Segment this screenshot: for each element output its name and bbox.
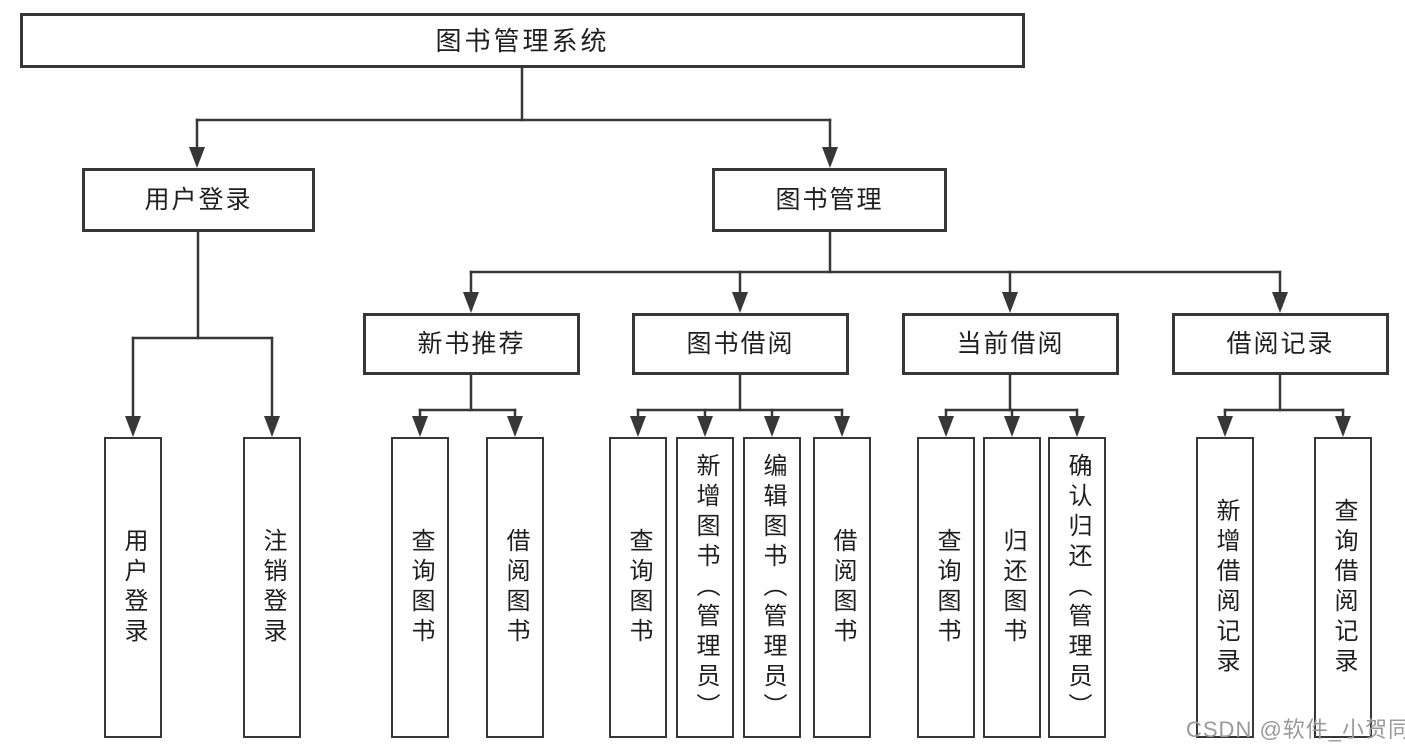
leaf-edit-books-admin: 编辑图书（管理员）	[743, 437, 801, 738]
leaf-borrow-books-recommend: 借阅图书	[486, 437, 544, 738]
leaf-label: 借阅图书	[502, 527, 529, 648]
leaf-query-borrow-record: 查询借阅记录	[1314, 437, 1372, 738]
node-borrowing-records: 借阅记录	[1172, 313, 1389, 375]
node-label: 图书管理	[775, 185, 884, 214]
leaf-label: 查询图书	[933, 527, 960, 648]
leaf-label: 查询借阅记录	[1330, 497, 1357, 678]
node-library-management-system: 图书管理系统	[20, 13, 1025, 68]
leaf-label: 归还图书	[999, 527, 1026, 648]
node-book-borrowing: 图书借阅	[632, 313, 849, 375]
leaf-return-books: 归还图书	[983, 437, 1041, 738]
leaf-label: 新增图书（管理员）	[692, 452, 719, 723]
leaf-label: 查询图书	[407, 527, 434, 648]
leaf-label: 新增借阅记录	[1212, 497, 1239, 678]
leaf-query-books-current: 查询图书	[917, 437, 975, 738]
node-new-book-recommend: 新书推荐	[363, 313, 580, 375]
csdn-watermark: CSDN @软件_小贺同学	[1186, 717, 1405, 742]
leaf-label: 确认归还（管理员）	[1064, 452, 1091, 723]
leaf-label: 编辑图书（管理员）	[759, 452, 786, 723]
leaf-logout: 注销登录	[243, 437, 301, 738]
leaf-user-login: 用户登录	[104, 437, 162, 738]
leaf-query-books-recommend: 查询图书	[391, 437, 449, 738]
node-user-login: 用户登录	[82, 168, 315, 232]
node-label: 图书管理系统	[435, 25, 610, 56]
leaf-borrow-books-borrowing: 借阅图书	[813, 437, 871, 738]
node-label: 图书借阅	[686, 329, 795, 358]
leaf-add-books-admin: 新增图书（管理员）	[676, 437, 734, 738]
leaf-label: 注销登录	[259, 527, 286, 648]
leaf-add-borrow-record: 新增借阅记录	[1196, 437, 1254, 738]
node-book-management: 图书管理	[712, 168, 947, 232]
node-label: 当前借阅	[956, 329, 1065, 358]
node-label: 用户登录	[144, 185, 253, 214]
node-label: 借阅记录	[1226, 329, 1335, 358]
leaf-label: 查询图书	[625, 527, 652, 648]
leaf-query-books-borrowing: 查询图书	[609, 437, 667, 738]
node-label: 新书推荐	[417, 329, 526, 358]
node-current-borrowing: 当前借阅	[902, 313, 1119, 375]
leaf-label: 用户登录	[120, 527, 147, 648]
leaf-confirm-return-admin: 确认归还（管理员）	[1048, 437, 1106, 738]
leaf-label: 借阅图书	[829, 527, 856, 648]
